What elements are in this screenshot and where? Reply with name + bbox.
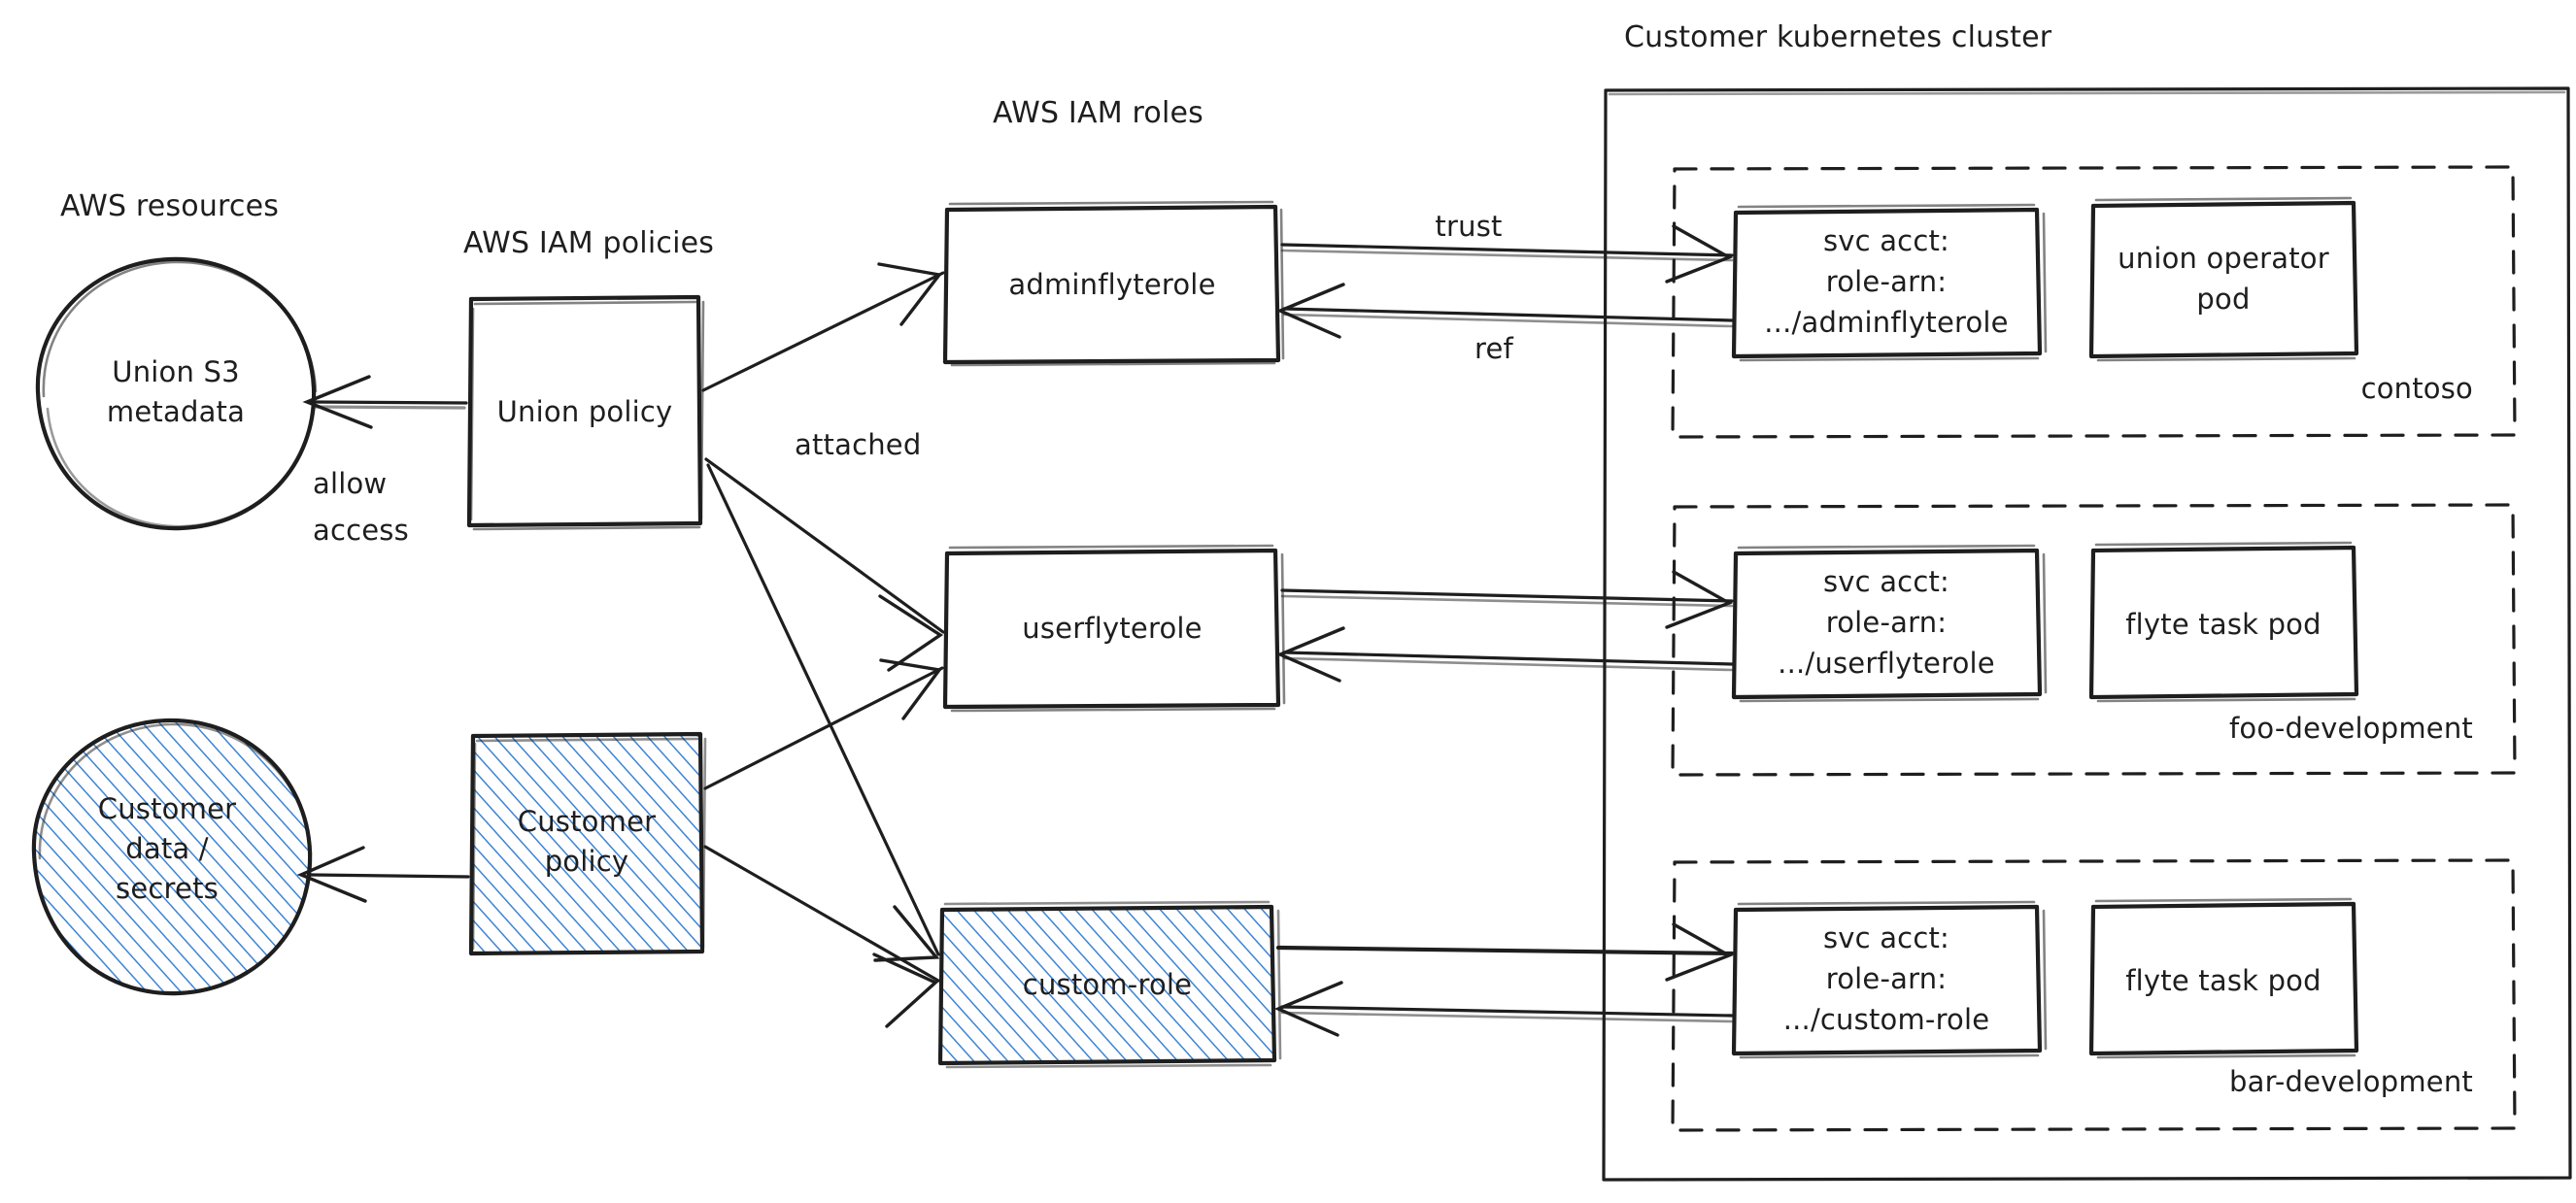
svc-acct-bar-line-2: role-arn: <box>1826 962 1948 995</box>
edge-userflyterole-ref <box>1275 626 1734 683</box>
svc-acct-foo-line-1: svc acct: <box>1823 565 1949 598</box>
customer-data-label-line-1: Customer <box>98 792 236 825</box>
node-customer-data-secrets[interactable]: Customer data / secrets <box>31 718 313 996</box>
edge-union-policy-to-adminflyterole <box>701 262 945 392</box>
edge-union-policy-to-userflyterole <box>704 457 945 672</box>
svc-acct-contoso-line-3: .../adminflyterole <box>1764 306 2008 339</box>
svc-acct-foo-development[interactable]: svc acct: role-arn: .../userflyterole <box>1731 544 2048 703</box>
edge-adminflyterole-ref <box>1275 283 1734 339</box>
svc-acct-bar-development[interactable]: svc acct: role-arn: .../custom-role <box>1731 900 2048 1059</box>
customer-data-label-line-3: secrets <box>116 872 219 905</box>
edge-label-allow: allow <box>313 467 387 500</box>
customer-policy-label-line-1: Customer <box>518 805 656 838</box>
edge-userflyterole-trust <box>1280 570 1734 629</box>
node-customer-policy[interactable]: Customer policy <box>468 731 707 956</box>
customer-data-label-line-2: data / <box>125 832 209 865</box>
edge-union-policy-to-custom-role <box>706 463 940 962</box>
svc-acct-contoso[interactable]: svc acct: role-arn: .../adminflyterole <box>1731 203 2048 362</box>
namespace-contoso: contoso <box>1671 165 2517 439</box>
edge-customer-policy-to-customer-data <box>296 846 470 903</box>
section-title-aws-resources: AWS resources <box>60 189 279 223</box>
edge-custom-role-ref <box>1273 981 1734 1037</box>
edge-label-access: access <box>313 514 409 547</box>
node-adminflyterole[interactable]: adminflyterole <box>942 200 1285 367</box>
k8s-cluster-boundary <box>1602 86 2572 1182</box>
namespace-foo-development-label: foo-development <box>2229 712 2473 745</box>
pod-flyte-task-foo-label: flyte task pod <box>2125 608 2321 641</box>
section-title-aws-iam-roles: AWS IAM roles <box>993 96 1203 130</box>
svc-acct-foo-line-3: .../userflyterole <box>1778 647 1995 680</box>
customer-policy-label-line-2: policy <box>545 845 629 878</box>
edge-customer-policy-to-custom-role <box>703 845 940 1028</box>
edge-customer-policy-to-userflyterole <box>703 658 944 790</box>
node-union-policy[interactable]: Union policy <box>466 294 705 531</box>
node-union-s3[interactable]: Union S3 metadata <box>35 256 318 531</box>
union-s3-label-line-1: Union S3 <box>112 355 239 388</box>
userflyterole-label: userflyterole <box>1022 612 1202 645</box>
pod-union-operator-line-1: union operator <box>2118 242 2329 275</box>
svc-acct-foo-line-2: role-arn: <box>1826 606 1948 639</box>
edge-label-trust: trust <box>1435 210 1502 243</box>
pod-flyte-task-foo[interactable]: flyte task pod <box>2088 541 2359 703</box>
pod-union-operator[interactable]: union operator pod <box>2088 196 2359 362</box>
pod-flyte-task-bar-label: flyte task pod <box>2125 964 2321 997</box>
edge-label-attached: attached <box>795 428 921 461</box>
custom-role-label: custom-role <box>1023 968 1192 1001</box>
section-title-k8s-cluster: Customer kubernetes cluster <box>1624 20 2052 54</box>
namespace-foo-development: foo-development <box>1671 503 2517 777</box>
namespace-contoso-label: contoso <box>2361 372 2473 405</box>
node-userflyterole[interactable]: userflyterole <box>942 544 1286 713</box>
edge-label-ref: ref <box>1474 332 1514 365</box>
svc-acct-bar-line-1: svc acct: <box>1823 921 1949 954</box>
edge-adminflyterole-trust <box>1280 224 1734 284</box>
namespace-bar-development-label: bar-development <box>2229 1065 2473 1098</box>
svc-acct-contoso-line-1: svc acct: <box>1823 224 1949 257</box>
svc-acct-bar-line-3: .../custom-role <box>1783 1003 1990 1036</box>
adminflyterole-label: adminflyterole <box>1008 268 1215 301</box>
section-title-aws-iam-policies: AWS IAM policies <box>463 226 714 260</box>
namespace-bar-development: bar-development <box>1671 858 2517 1132</box>
edge-custom-role-trust <box>1275 922 1735 982</box>
node-custom-role[interactable]: custom-role <box>937 900 1282 1069</box>
union-policy-label: Union policy <box>497 395 673 428</box>
edge-union-policy-to-union-s3 <box>302 375 468 429</box>
union-s3-label-line-2: metadata <box>107 395 245 428</box>
pod-union-operator-line-2: pod <box>2196 283 2250 316</box>
svc-acct-contoso-line-2: role-arn: <box>1826 265 1948 298</box>
pod-flyte-task-bar[interactable]: flyte task pod <box>2088 897 2359 1059</box>
